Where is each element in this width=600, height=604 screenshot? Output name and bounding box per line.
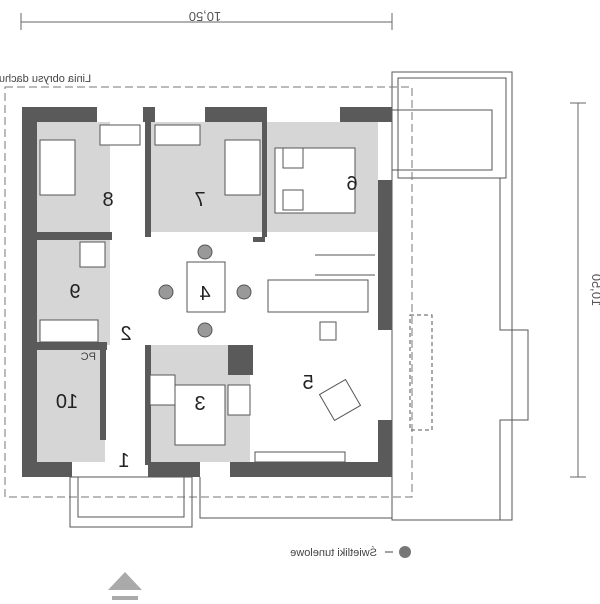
room-4-number: 4	[199, 283, 210, 305]
room-1-number: 1	[118, 450, 129, 472]
walls	[22, 107, 392, 477]
legend: Świetliki tunelowe	[290, 546, 411, 559]
room-10-number: 10	[56, 391, 78, 413]
roof-outline-label: Linia obrysu dachu	[0, 73, 91, 85]
width-dimension: 10,50	[20, 9, 393, 30]
room-3-number: 3	[194, 393, 205, 415]
room-5-number: 5	[302, 372, 313, 394]
room-9-number: 9	[69, 281, 80, 303]
skylight-icon	[399, 546, 411, 558]
legend-label: Świetliki tunelowe	[290, 546, 377, 559]
roof-outline	[4, 86, 413, 498]
entrance-arrow-icon	[108, 572, 142, 600]
entrance-porch	[69, 476, 193, 528]
room-2-number: 2	[120, 323, 131, 345]
room-6-number: 6	[346, 173, 357, 195]
room-7-number: 7	[194, 189, 205, 211]
depth-dimension-label: 10,50	[589, 274, 600, 307]
room-8-number: 8	[102, 189, 113, 211]
depth-dimension: 10,50	[570, 102, 600, 478]
width-dimension-label: 10,50	[189, 9, 222, 24]
room-numbers: 1 2 3 4 5 6 7 8 9 10	[56, 173, 358, 472]
boiler-label: PC	[81, 351, 96, 363]
furniture	[39, 124, 375, 463]
